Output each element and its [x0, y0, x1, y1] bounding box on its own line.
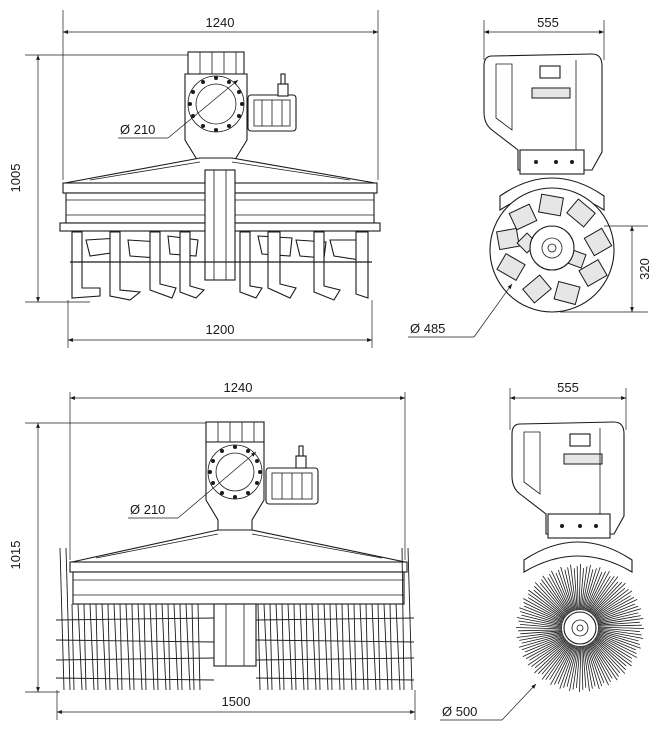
side-dim-rotor-height: 320 — [637, 258, 649, 280]
brush-side-dim-diameter: Ø 500 — [442, 704, 477, 719]
brush-frame-box — [72, 571, 405, 605]
side-housing — [483, 53, 603, 171]
brand-plate — [531, 87, 571, 99]
tiller-side-view: 555 320 Ø 485 — [408, 15, 649, 338]
side-window — [539, 65, 561, 79]
brush-front-view: 1240 1015 1500 Ø 210 — [8, 380, 416, 720]
brush-bristle-ring — [515, 563, 645, 693]
tiller-tines — [70, 231, 372, 301]
brush-dim-shaft-diameter: Ø 210 — [130, 502, 165, 517]
tiller-front-view: 1240 1005 1200 Ø 210 — [8, 10, 381, 348]
brush-hub — [563, 611, 597, 645]
dim-width-bottom: 1200 — [206, 322, 235, 337]
dim-width-top: 1240 — [206, 15, 235, 30]
rotor-blades — [496, 193, 613, 306]
brush-center-post — [213, 603, 257, 667]
side-dim-depth: 555 — [537, 15, 559, 30]
center-post — [204, 169, 236, 281]
brush-side-view: 555 Ø 500 — [440, 380, 645, 721]
brush-bristles-right — [255, 547, 415, 691]
brush-dim-width-bottom: 1500 — [222, 694, 251, 709]
brush-dim-width-top: 1240 — [224, 380, 253, 395]
side-dim-rotor-diameter: Ø 485 — [410, 321, 445, 336]
dim-height: 1005 — [8, 164, 23, 193]
dim-shaft-diameter: Ø 210 — [120, 122, 155, 137]
brush-side-dim-depth: 555 — [557, 380, 579, 395]
brush-dim-height: 1015 — [8, 541, 23, 570]
brush-bristles-left — [55, 547, 215, 691]
side-mount — [519, 149, 585, 175]
brush-brand-plate — [563, 453, 603, 465]
brush-top-cover — [71, 529, 406, 563]
brush-side-window — [569, 433, 591, 447]
brush-mast-top — [205, 421, 265, 443]
brush-frame-rail-top — [69, 561, 408, 573]
brush-hood — [523, 541, 633, 573]
rotor-hub — [529, 225, 575, 271]
